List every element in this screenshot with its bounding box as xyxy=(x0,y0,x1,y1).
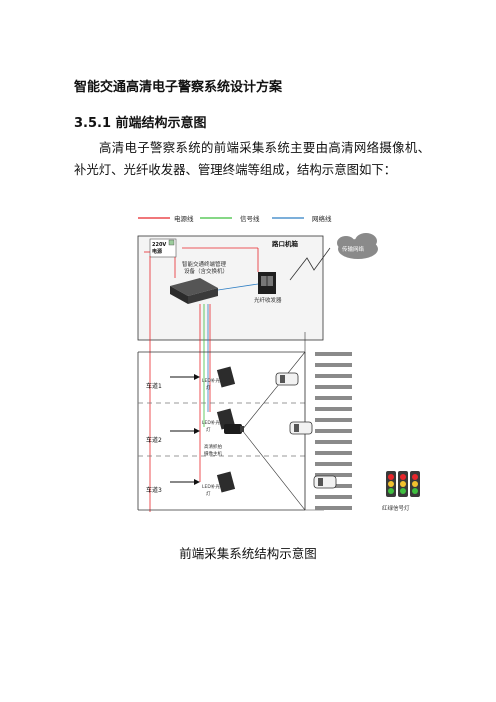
lane-2-arrow-icon xyxy=(194,428,200,434)
lane-1-arrow-icon xyxy=(194,374,200,380)
terminal-label-line1: 智能交通终端管理 xyxy=(182,260,227,268)
wireless-link-icon xyxy=(289,247,331,281)
led-light-icon xyxy=(216,471,236,493)
traffic-light-icon xyxy=(386,471,396,497)
cabinet-label: 路口机箱 xyxy=(272,239,299,248)
power-supply-line2: 电源 xyxy=(152,248,162,255)
network-cloud-icon xyxy=(337,233,378,259)
legend-power-label: 电源线 xyxy=(174,214,194,223)
figure-caption: 前端采集系统结构示意图 xyxy=(179,546,317,561)
terminal-device-icon xyxy=(170,278,218,304)
traffic-light-label: 红绿信号灯 xyxy=(382,504,410,512)
power-supply-line1: 220V xyxy=(152,242,166,248)
section-heading: 3.5.1 前端结构示意图 xyxy=(74,116,207,131)
fiber-label: 光纤收发器 xyxy=(254,296,282,304)
camera-label-line1: 高清抓拍 xyxy=(204,443,222,450)
lane-2-label: 车道2 xyxy=(146,436,162,444)
traffic-light-icon xyxy=(410,471,420,497)
car-icon xyxy=(275,372,299,386)
lane-3-label: 车道3 xyxy=(146,486,162,494)
front-end-structure-diagram: 电源线 信号线 网络线 路口机箱 220V 电源 智能交通终端管理 设备（含交换… xyxy=(130,212,450,522)
led-light-2-line1: LED补光 xyxy=(202,419,220,426)
led-light-3-line1: LED补光 xyxy=(202,483,220,490)
diagram-svg: 电源线 信号线 网络线 路口机箱 220V 电源 智能交通终端管理 设备（含交换… xyxy=(137,214,420,512)
lane-1: 车道1 xyxy=(146,374,200,390)
led-light-2-line2: 灯 xyxy=(206,426,211,433)
hd-camera-icon xyxy=(224,424,244,434)
lane-2: 车道2 xyxy=(146,428,200,444)
led-light-3-line2: 灯 xyxy=(206,490,211,497)
lane-3: 车道3 xyxy=(146,479,200,494)
led-light-icon xyxy=(216,366,236,388)
body-paragraph: 高清电子警察系统的前端采集系统主要由高清网络摄像机、补光灯、光纤收发器、管理终端… xyxy=(74,140,430,177)
camera-label-line2: 摄像主机 xyxy=(204,450,222,457)
lane-1-label: 车道1 xyxy=(146,382,162,390)
power-outlet-icon xyxy=(168,239,175,246)
car-icon xyxy=(313,475,337,489)
led-fill-light-3: LED补光 灯 xyxy=(202,471,236,497)
document-title: 智能交通高清电子警察系统设计方案 xyxy=(74,80,283,95)
car-icon xyxy=(289,421,313,435)
legend-signal-label: 信号线 xyxy=(240,214,260,223)
traffic-light-icon xyxy=(398,471,408,497)
led-fill-light-1: LED补光 灯 xyxy=(202,366,236,391)
lane-3-arrow-icon xyxy=(194,479,200,485)
led-light-1-line2: 灯 xyxy=(206,384,211,391)
fiber-transceiver-icon xyxy=(258,272,276,294)
network-label: 传输网络 xyxy=(342,245,365,253)
diagram-legend: 电源线 信号线 网络线 xyxy=(138,214,332,223)
led-light-1-line1: LED补光 xyxy=(202,377,220,384)
terminal-label-line2: 设备（含交换机） xyxy=(184,267,228,275)
legend-network-label: 网络线 xyxy=(312,214,332,223)
